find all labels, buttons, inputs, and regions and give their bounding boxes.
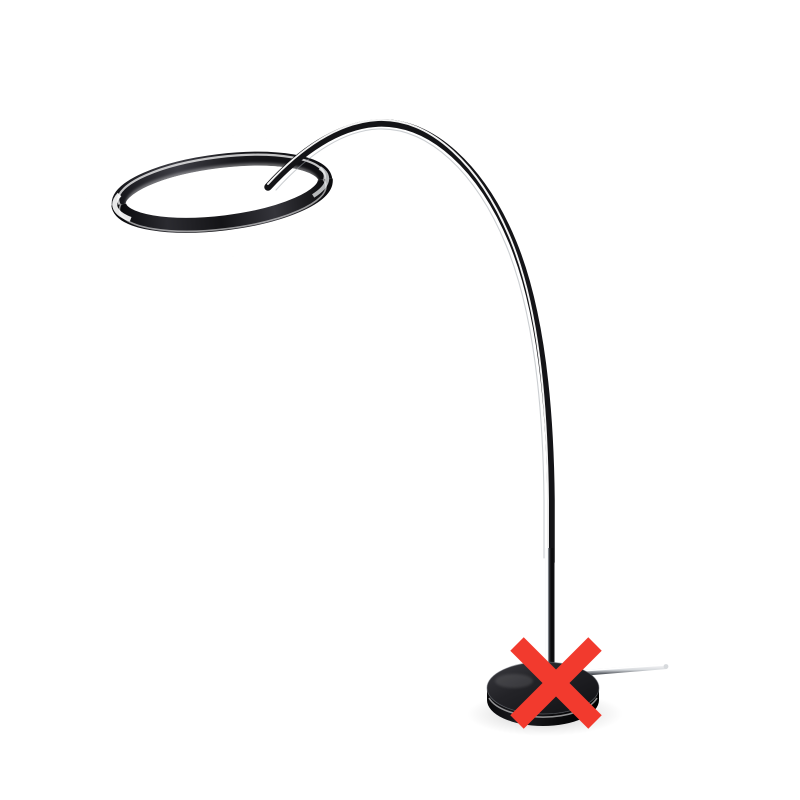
ring-right-rim-highlight [312, 166, 330, 198]
arc-arm-sheen [275, 128, 545, 559]
base-top-highlight [495, 674, 533, 688]
ring-left-rim-highlight [112, 192, 132, 222]
red-x-marker [510, 637, 602, 729]
pole [545, 548, 555, 694]
pole-specular [546, 548, 548, 694]
dimmer-rod-tip [663, 664, 669, 669]
ring-shade [109, 149, 335, 235]
x-stroke-2 [510, 637, 602, 729]
arc-arm-highlight [267, 119, 549, 561]
